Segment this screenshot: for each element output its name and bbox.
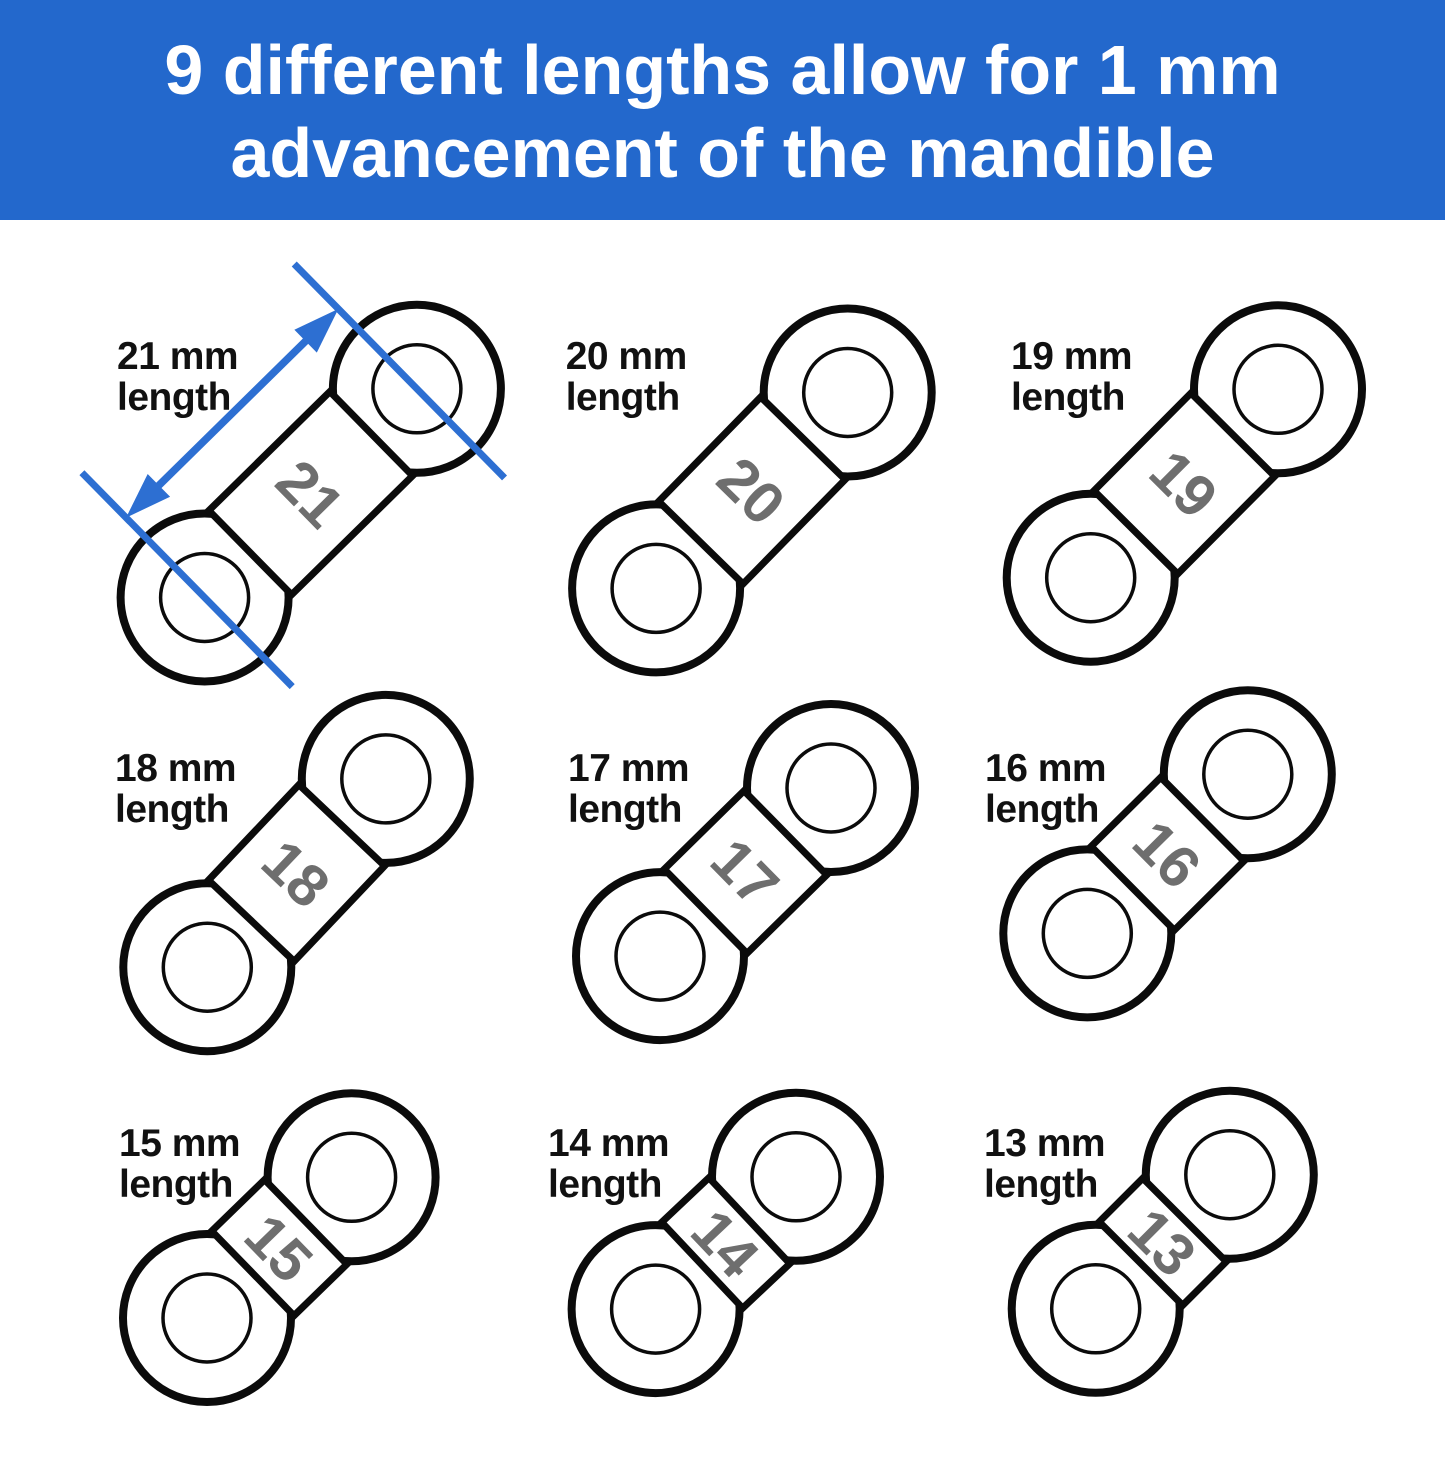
connector-18-bottom-hole <box>161 921 254 1013</box>
connector-21-label-line1: 21 mm <box>117 335 238 378</box>
title-line-2: advancement of the mandible <box>230 114 1215 192</box>
connector-13-label-line2: length <box>984 1163 1098 1206</box>
connector-13-label-line1: 13 mm <box>984 1122 1105 1165</box>
connector-20-bar <box>653 392 851 589</box>
connector-14-bottom-hole <box>609 1263 702 1355</box>
dimension-extension-line-top <box>291 261 508 481</box>
connector-17-label-line2: length <box>568 788 682 831</box>
dimension-extension-line-bottom <box>79 470 295 690</box>
connector-17-top-hole <box>785 742 877 834</box>
connector-19-bar <box>1089 388 1280 579</box>
dimension-annotation <box>79 261 508 690</box>
connector-15-bar <box>206 1174 352 1321</box>
connector-19-label-line2: length <box>1011 376 1125 419</box>
connector-19-bottom-hole <box>1044 531 1137 624</box>
connector-13-bar <box>1094 1173 1232 1311</box>
connector-15-label-line1: 15 mm <box>119 1122 240 1165</box>
connector-18-label-line2: length <box>115 788 229 831</box>
connector-15-bottom-hole <box>161 1272 253 1364</box>
connector-14-label-line2: length <box>548 1163 662 1206</box>
dimension-arrowhead-start <box>126 473 171 518</box>
title-line-1: 9 different lengths allow for 1 mm <box>164 31 1281 109</box>
connector-20-label-line2: length <box>566 376 680 419</box>
connector-18-bar <box>203 779 390 967</box>
connector-14-bar <box>656 1172 795 1314</box>
connector-16-bottom-hole <box>1041 887 1134 980</box>
connector-14-top-hole <box>750 1131 842 1223</box>
connector-20-bottom-hole <box>610 542 702 635</box>
connector-14-label-line1: 14 mm <box>548 1122 669 1165</box>
connector-20-top-hole <box>801 346 894 439</box>
dimension-arrowhead-end <box>294 308 339 353</box>
dimension-arrow-shaft <box>151 334 313 493</box>
connector-21-label-line2: length <box>117 376 231 419</box>
connector-13-top-hole <box>1184 1128 1276 1221</box>
connector-20-label-line1: 20 mm <box>566 335 687 378</box>
connector-19-top-hole <box>1232 343 1324 436</box>
connector-21-bar <box>203 386 418 600</box>
connector-19-label-line1: 19 mm <box>1011 335 1132 378</box>
connector-16-bar <box>1086 772 1249 936</box>
connector-16-label-line1: 16 mm <box>985 747 1106 790</box>
connector-16-top-hole <box>1202 728 1294 820</box>
connector-15-top-hole <box>305 1131 398 1224</box>
connector-17-bottom-hole <box>614 910 706 1002</box>
connector-17-bar <box>659 785 832 959</box>
connector-18-label-line1: 18 mm <box>115 747 236 790</box>
connector-18-top-hole <box>340 733 432 825</box>
connector-13-bottom-hole <box>1049 1263 1142 1355</box>
connector-15-label-line2: length <box>119 1163 233 1206</box>
title-banner: 9 different lengths allow for 1 mm advan… <box>0 0 1445 220</box>
connector-17-label-line1: 17 mm <box>568 747 689 790</box>
connector-16-label-line2: length <box>985 788 1099 831</box>
